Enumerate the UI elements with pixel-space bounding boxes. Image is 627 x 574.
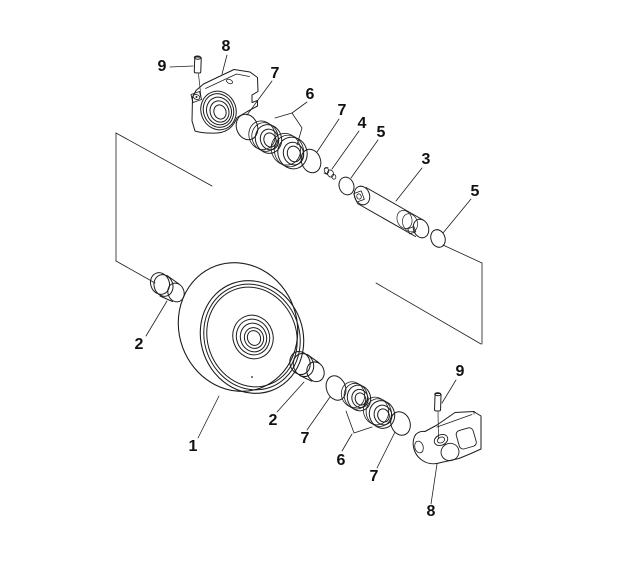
leader-bracket-bottom <box>430 463 438 505</box>
bearing-bottom-drawing <box>340 381 396 434</box>
construction-lines <box>115 132 483 345</box>
part-label-pin-bottom: 9 <box>455 363 465 380</box>
leader-lines <box>145 54 472 505</box>
part-label-bushing-left: 2 <box>134 336 144 353</box>
leader-bracket-top <box>221 54 228 75</box>
leader-bearing-bottom <box>341 433 353 452</box>
part-label-fitting: 4 <box>357 115 367 132</box>
bracket-bottom-drawing <box>412 411 482 465</box>
leader-seal-top-mid <box>316 118 340 153</box>
pin-bottom-drawing <box>434 392 442 440</box>
part-label-seal-bottom-right: 7 <box>369 468 379 485</box>
grease-fitting-drawing <box>323 167 337 180</box>
oring-right-drawing <box>430 229 446 248</box>
leader-seal-top-left <box>246 80 273 116</box>
leader-seal-bottom-left <box>306 396 331 431</box>
leader-fitting <box>331 130 360 170</box>
part-label-bearing-bottom: 6 <box>336 452 346 469</box>
leader-shaft <box>395 167 423 202</box>
part-label-pin-top: 9 <box>157 58 167 75</box>
leader-oring-right <box>442 198 472 234</box>
part-label-shaft: 3 <box>421 151 431 168</box>
leader-bushing-right <box>276 381 305 413</box>
part-label-bearing-top: 6 <box>305 86 315 103</box>
seal-top-mid-drawing <box>300 148 322 174</box>
leader-wheel <box>197 395 220 439</box>
part-label-seal-top-mid: 7 <box>337 102 347 119</box>
part-label-seal-bottom-left: 7 <box>300 430 310 447</box>
leader-pin-bottom <box>441 379 457 404</box>
part-label-oring-mid: 5 <box>376 124 386 141</box>
oring-mid-drawing <box>338 176 355 196</box>
part-label-wheel: 1 <box>188 438 198 455</box>
seal-bottom-left-drawing <box>325 375 347 401</box>
leader-oring-mid <box>350 139 379 179</box>
leader-seal-bottom-right <box>376 431 396 469</box>
part-label-bracket-top: 8 <box>221 38 231 55</box>
shaft-drawing <box>353 185 430 239</box>
bearing-top-drawing <box>248 112 308 170</box>
idler-wheel-drawing <box>177 262 305 394</box>
part-label-seal-top-left: 7 <box>270 65 280 82</box>
pin-top-drawing <box>193 55 202 98</box>
bracket-top-drawing <box>190 69 259 134</box>
part-label-oring-right: 5 <box>470 183 480 200</box>
seal-top-left-drawing <box>235 113 259 141</box>
part-label-bushing-right: 2 <box>268 412 278 429</box>
part-label-bracket-bottom: 8 <box>426 503 436 520</box>
seal-bottom-right-drawing <box>390 411 411 436</box>
leader-bearing-top <box>291 101 308 114</box>
leader-pin-top <box>169 65 194 68</box>
leader-bushing-left <box>145 300 168 337</box>
bushing-right-drawing <box>289 350 325 383</box>
bushing-left-drawing <box>149 272 185 303</box>
